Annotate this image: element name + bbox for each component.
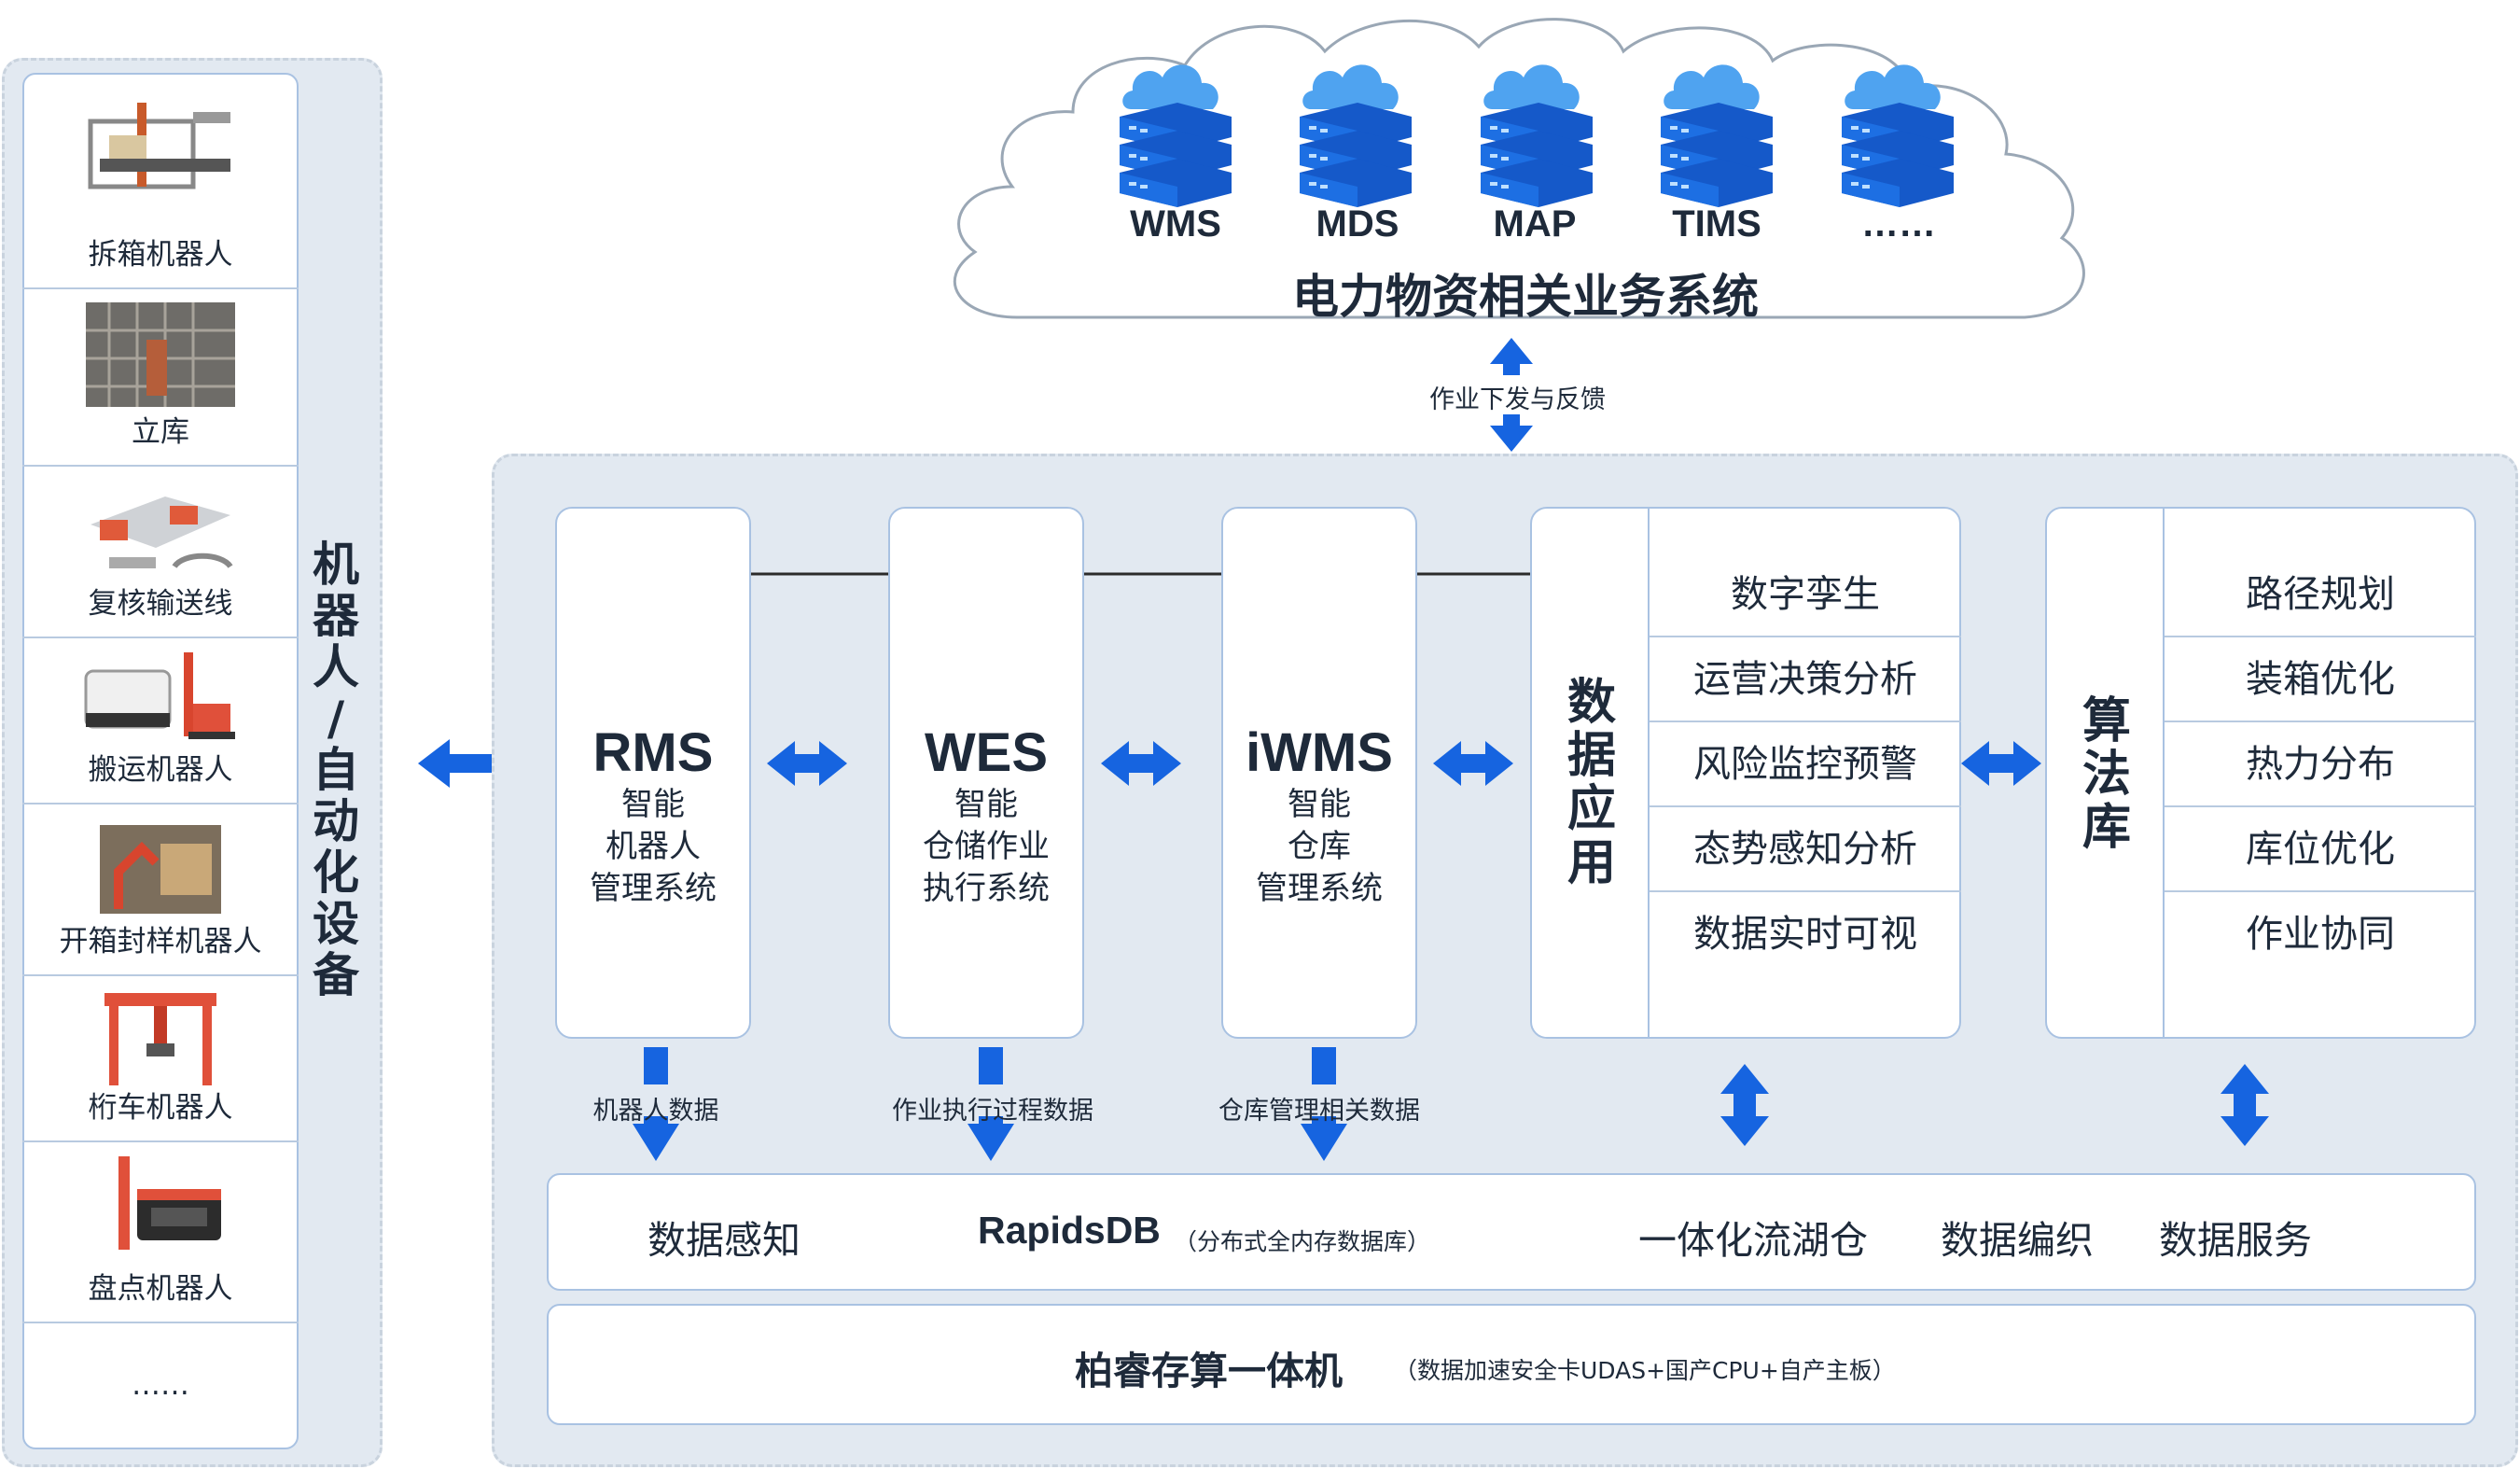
data-app-item[interactable]: 态势感知分析 bbox=[1650, 807, 1961, 892]
cloud-link-arrow bbox=[1490, 338, 1533, 452]
data-app-item[interactable]: 数据实时可视 bbox=[1693, 913, 1917, 956]
server-label-map: MAP bbox=[1493, 203, 1577, 245]
hardware-bar: 柏睿存算一体机 （数据加速安全卡UDAS+国产CPU+自产主板） bbox=[547, 1304, 2476, 1425]
system-card-rms[interactable]: RMS 智能机器人管理系统 bbox=[555, 507, 751, 1039]
server-label-mds: MDS bbox=[1316, 203, 1399, 245]
system-name: WES bbox=[924, 722, 1049, 783]
algo-divider bbox=[2163, 509, 2165, 1037]
server-label-more: …… bbox=[1861, 203, 1936, 245]
data-app-item[interactable]: 运营决策分析 bbox=[1650, 637, 1961, 722]
algo-list: 路径规划 装箱优化 热力分布 库位优化 作业协同 bbox=[2165, 553, 2476, 982]
server-label-tims: TIMS bbox=[1672, 203, 1761, 245]
robot-label: 盘点机器人 bbox=[88, 1272, 233, 1306]
flow-label-wes: 作业执行过程数据 bbox=[892, 1097, 1093, 1126]
storage-rack-icon bbox=[86, 302, 235, 407]
system-card-iwms[interactable]: iWMS 智能仓库管理系统 bbox=[1221, 507, 1417, 1039]
algo-item[interactable]: 作业协同 bbox=[2246, 913, 2395, 956]
server-label-wms: WMS bbox=[1130, 203, 1221, 245]
robot-item-inventory[interactable]: 盘点机器人 bbox=[22, 1142, 299, 1323]
robot-label: 拆箱机器人 bbox=[88, 238, 233, 272]
transport-robot-icon bbox=[84, 652, 235, 739]
robot-label: 复核输送线 bbox=[88, 587, 233, 621]
hardware-note: （数据加速安全卡UDAS+国产CPU+自产主板） bbox=[1394, 1357, 1896, 1384]
robot-label: 立库 bbox=[132, 415, 189, 449]
robot-label: …… bbox=[132, 1368, 189, 1402]
robot-item-gantry[interactable]: 桁车机器人 bbox=[22, 976, 299, 1142]
robot-label: 搬运机器人 bbox=[88, 753, 233, 787]
robot-item-transport[interactable]: 搬运机器人 bbox=[22, 638, 299, 804]
gantry-robot-icon bbox=[104, 993, 216, 1085]
system-card-wes[interactable]: WES 智能仓储作业执行系统 bbox=[888, 507, 1084, 1039]
system-link-arrows bbox=[767, 741, 2041, 786]
hardware-name[interactable]: 柏睿存算一体机 bbox=[1075, 1349, 1343, 1393]
cloud-link-label: 作业下发与反馈 bbox=[1429, 385, 1606, 414]
system-desc: 智能仓库管理系统 bbox=[1256, 786, 1383, 907]
algo-item[interactable]: 库位优化 bbox=[2165, 807, 2476, 892]
data-flow-arrows bbox=[633, 1047, 2269, 1161]
algo-item[interactable]: 路径规划 bbox=[2165, 553, 2476, 637]
flow-label-rms: 机器人数据 bbox=[592, 1097, 719, 1126]
system-name: RMS bbox=[592, 722, 714, 783]
algo-card[interactable]: 算法库 路径规划 装箱优化 热力分布 库位优化 作业协同 bbox=[2045, 507, 2476, 1039]
robot-item-storage[interactable]: 立库 bbox=[22, 289, 299, 467]
data-app-list: 数字孪生 运营决策分析 风险监控预警 态势感知分析 数据实时可视 bbox=[1650, 553, 1961, 982]
data-service[interactable]: 数据服务 bbox=[2159, 1218, 2312, 1263]
robot-item-more[interactable]: …… bbox=[22, 1323, 299, 1445]
robot-label: 桁车机器人 bbox=[88, 1091, 233, 1125]
data-app-card[interactable]: 数据应用 数字孪生 运营决策分析 风险监控预警 态势感知分析 数据实时可视 bbox=[1530, 507, 1961, 1039]
conveyor-icon bbox=[90, 497, 233, 569]
rapidsdb-note: （分布式全内存数据库） bbox=[1174, 1228, 1431, 1255]
data-app-title: 数据应用 bbox=[1566, 675, 1616, 891]
algo-title: 算法库 bbox=[2081, 693, 2131, 857]
inventory-robot-icon bbox=[118, 1156, 221, 1250]
robot-item-opening[interactable]: 开箱封样机器人 bbox=[22, 804, 299, 976]
data-app-divider bbox=[1648, 509, 1650, 1037]
system-name: iWMS bbox=[1246, 722, 1393, 783]
data-perception[interactable]: 数据感知 bbox=[647, 1218, 801, 1263]
robot-label: 开箱封样机器人 bbox=[59, 925, 262, 958]
system-desc: 智能仓储作业执行系统 bbox=[923, 786, 1050, 907]
flow-label-iwms: 仓库管理相关数据 bbox=[1218, 1097, 1420, 1126]
data-app-item[interactable]: 风险监控预警 bbox=[1650, 722, 1961, 807]
system-desc: 智能机器人管理系统 bbox=[590, 786, 717, 907]
cloud-title: 电力物资相关业务系统 bbox=[1292, 270, 1759, 324]
rapidsdb-name[interactable]: RapidsDB bbox=[978, 1209, 1161, 1252]
robot-item-unboxing[interactable]: 拆箱机器人 bbox=[22, 75, 299, 289]
algo-item[interactable]: 装箱优化 bbox=[2165, 637, 2476, 722]
robot-panel-title: 机器人/自动化设备 bbox=[313, 538, 359, 1002]
data-app-item[interactable]: 数字孪生 bbox=[1650, 553, 1961, 637]
opening-robot-icon bbox=[100, 825, 221, 914]
unboxing-robot-icon bbox=[88, 103, 230, 189]
robot-item-conveyor[interactable]: 复核输送线 bbox=[22, 467, 299, 638]
data-layer-bar: 数据感知 RapidsDB （分布式全内存数据库） 一体化流湖仓 数据编织 数据… bbox=[547, 1173, 2476, 1291]
lakehouse[interactable]: 一体化流湖仓 bbox=[1638, 1218, 1868, 1263]
algo-item[interactable]: 热力分布 bbox=[2165, 722, 2476, 807]
data-weaving[interactable]: 数据编织 bbox=[1941, 1218, 2094, 1263]
